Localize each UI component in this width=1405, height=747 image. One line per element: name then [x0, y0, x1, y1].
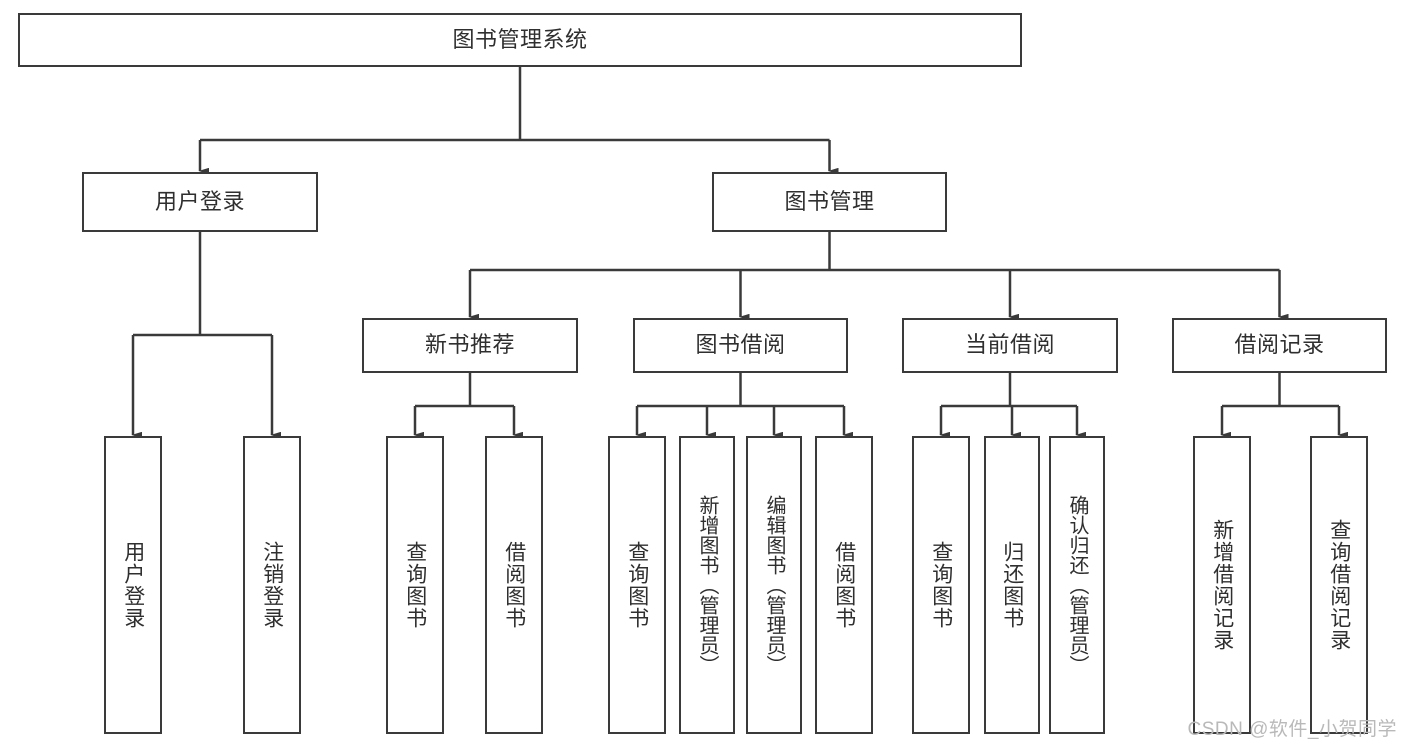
- node-label-leaf-rec-query: 查询借阅记录: [1327, 519, 1351, 651]
- node-records[interactable]: 借阅记录: [1172, 318, 1387, 373]
- node-label-leaf-rec-add: 新增借阅记录: [1210, 519, 1234, 651]
- node-login[interactable]: 用户登录: [82, 172, 318, 232]
- node-label-login: 用户登录: [154, 188, 245, 214]
- node-label-current: 当前借阅: [964, 332, 1055, 358]
- watermark-label: CSDN @软件_小贺同学: [1187, 719, 1397, 740]
- node-label-records: 借阅记录: [1234, 332, 1325, 358]
- node-label-leaf-bw-edit: 编辑图书（管理员）: [763, 495, 785, 675]
- node-label-leaf-user-logout: 注销登录: [260, 541, 284, 629]
- node-newbook[interactable]: 新书推荐: [362, 318, 578, 373]
- node-label-leaf-nb-query: 查询图书: [403, 541, 427, 629]
- node-label-leaf-cur-return: 归还图书: [1000, 541, 1024, 629]
- node-label-leaf-bw-query: 查询图书: [625, 541, 649, 629]
- node-label-leaf-bw-add: 新增图书（管理员）: [696, 495, 718, 675]
- node-leaf-user-logout[interactable]: 注销登录: [243, 436, 301, 734]
- node-label-newbook: 新书推荐: [424, 332, 515, 358]
- node-leaf-rec-add[interactable]: 新增借阅记录: [1193, 436, 1251, 734]
- node-label-root: 图书管理系统: [452, 26, 588, 52]
- node-leaf-cur-return[interactable]: 归还图书: [984, 436, 1040, 734]
- node-leaf-cur-confirm[interactable]: 确认归还（管理员）: [1049, 436, 1105, 734]
- node-leaf-bw-borrow[interactable]: 借阅图书: [815, 436, 873, 734]
- node-leaf-bw-edit[interactable]: 编辑图书（管理员）: [746, 436, 802, 734]
- node-leaf-bw-add[interactable]: 新增图书（管理员）: [679, 436, 735, 734]
- node-leaf-cur-query[interactable]: 查询图书: [912, 436, 970, 734]
- node-label-leaf-cur-confirm: 确认归还（管理员）: [1066, 495, 1088, 675]
- node-label-leaf-user-login: 用户登录: [121, 541, 145, 629]
- node-leaf-nb-borrow[interactable]: 借阅图书: [485, 436, 543, 734]
- node-leaf-user-login[interactable]: 用户登录: [104, 436, 162, 734]
- node-leaf-bw-query[interactable]: 查询图书: [608, 436, 666, 734]
- node-root[interactable]: 图书管理系统: [18, 13, 1022, 67]
- node-current[interactable]: 当前借阅: [902, 318, 1118, 373]
- node-label-leaf-bw-borrow: 借阅图书: [832, 541, 856, 629]
- node-label-leaf-cur-query: 查询图书: [929, 541, 953, 629]
- node-label-bookmgmt: 图书管理: [784, 188, 875, 214]
- node-label-borrow: 图书借阅: [695, 332, 786, 358]
- node-bookmgmt[interactable]: 图书管理: [712, 172, 947, 232]
- node-label-leaf-nb-borrow: 借阅图书: [502, 541, 526, 629]
- node-leaf-nb-query[interactable]: 查询图书: [386, 436, 444, 734]
- node-leaf-rec-query[interactable]: 查询借阅记录: [1310, 436, 1368, 734]
- node-borrow[interactable]: 图书借阅: [633, 318, 848, 373]
